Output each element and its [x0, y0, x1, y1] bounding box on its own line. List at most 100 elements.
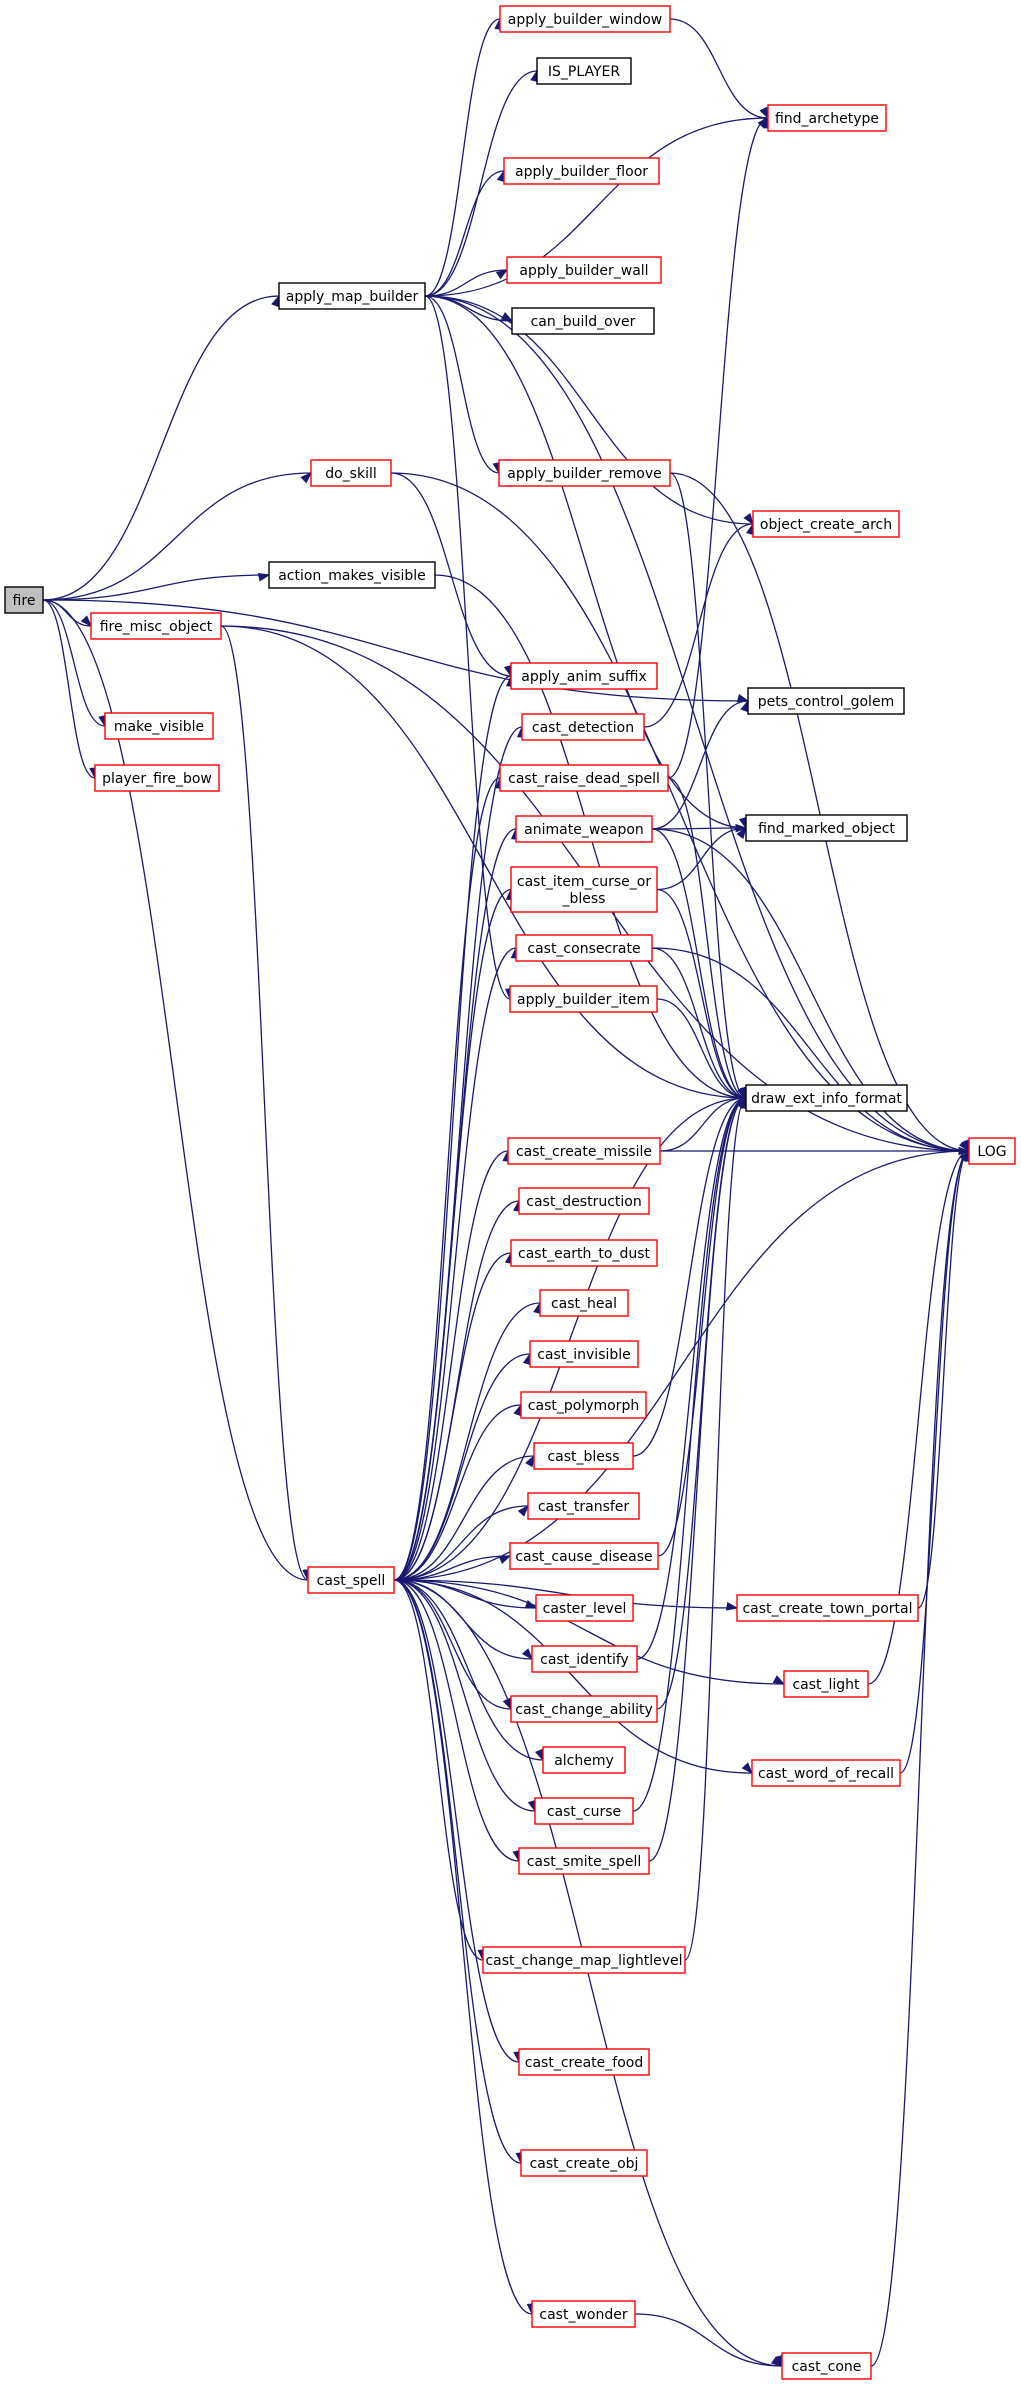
node-cast-change-ability[interactable]: cast_change_ability: [510, 1695, 658, 1723]
node-box: [510, 866, 658, 913]
edge-arrowhead: [741, 1762, 754, 1775]
node-label: cast_create_town_portal: [742, 1601, 912, 1617]
node-caster-level[interactable]: caster_level: [535, 1594, 634, 1622]
node-fire-misc-object[interactable]: fire_misc_object: [90, 612, 222, 640]
edge-fire-misc-object-to-cast-spell: [220, 625, 312, 1582]
node-label: cast_change_map_lightlevel: [485, 1953, 682, 1969]
node-cast-item-curse-or-bless[interactable]: cast_item_curse_or_bless: [510, 866, 658, 913]
node-cast-transfer[interactable]: cast_transfer: [527, 1492, 640, 1520]
node-label: do_skill: [325, 466, 377, 482]
node-apply-builder-wall[interactable]: apply_builder_wall: [506, 256, 662, 284]
node-cast-heal[interactable]: cast_heal: [539, 1289, 629, 1317]
edge-line: [42, 574, 270, 601]
edge-line: [393, 1579, 520, 1862]
node-cast-light[interactable]: cast_light: [783, 1670, 869, 1698]
node-box: [521, 713, 645, 741]
node-box: [509, 985, 658, 1013]
edge-cast-consecrate-to-log: [651, 947, 970, 1153]
node-apply-anim-suffix[interactable]: apply_anim_suffix: [510, 662, 658, 690]
edge-cast-spell-to-animate-weapon: [393, 827, 520, 1581]
node-apply-map-builder[interactable]: apply_map_builder: [278, 282, 426, 310]
node-box: [94, 764, 220, 792]
edge-apply-map-builder-to-object-create-arch: [424, 295, 754, 526]
node-label: find_archetype: [775, 111, 879, 127]
edge-cast-raise-dead-spell-to-find-archetype: [667, 116, 772, 779]
edge-cast-spell-to-cast-transfer: [393, 1504, 529, 1581]
node-draw-ext-info-format[interactable]: draw_ext_info_format: [745, 1084, 908, 1112]
node-apply-builder-floor[interactable]: apply_builder_floor: [503, 157, 660, 185]
edge-line: [667, 777, 747, 1099]
node-cast-smite-spell[interactable]: cast_smite_spell: [518, 1847, 650, 1875]
node-cast-raise-dead-spell[interactable]: cast_raise_dead_spell: [499, 764, 669, 792]
node-do-skill[interactable]: do_skill: [310, 459, 392, 487]
node-pets-control-golem[interactable]: pets_control_golem: [747, 687, 905, 715]
node-box: [745, 1084, 908, 1112]
edge-line: [669, 472, 970, 1152]
node-apply-builder-remove[interactable]: apply_builder_remove: [498, 459, 671, 487]
edge-arrowhead: [498, 1555, 512, 1564]
edge-arrowhead: [772, 1675, 786, 1685]
node-can-build-over[interactable]: can_build_over: [511, 307, 655, 335]
edge-line: [424, 18, 501, 297]
node-cast-curse[interactable]: cast_curse: [534, 1797, 634, 1825]
node-log[interactable]: LOG: [968, 1137, 1016, 1165]
node-make-visible[interactable]: make_visible: [104, 712, 214, 740]
node-cast-identify[interactable]: cast_identify: [531, 1645, 638, 1673]
node-cast-cone[interactable]: cast_cone: [781, 2352, 872, 2380]
node-cast-create-missile[interactable]: cast_create_missile: [507, 1137, 661, 1165]
node-label: cast_heal: [551, 1296, 617, 1312]
node-box: [783, 1670, 869, 1698]
edge-arrowhead: [736, 826, 747, 840]
node-box: [533, 1442, 634, 1470]
node-cast-invisible[interactable]: cast_invisible: [529, 1340, 639, 1368]
edge-cast-spell-to-cast-light: [393, 1579, 786, 1685]
node-label: caster_level: [543, 1601, 627, 1617]
edge-line: [917, 1150, 970, 1609]
node-cast-consecrate[interactable]: cast_consecrate: [515, 934, 653, 962]
node-find-marked-object[interactable]: find_marked_object: [745, 814, 908, 842]
node-player-fire-bow[interactable]: player_fire_bow: [94, 764, 220, 792]
node-alchemy[interactable]: alchemy: [542, 1746, 626, 1774]
node-box: [104, 712, 214, 740]
edge-apply-builder-window-to-find-archetype: [669, 18, 769, 120]
edge-line: [42, 599, 749, 702]
node-apply-builder-item[interactable]: apply_builder_item: [509, 985, 658, 1013]
node-cast-detection[interactable]: cast_detection: [521, 713, 645, 741]
edge-line: [656, 998, 747, 1099]
edge-line: [870, 1150, 970, 2367]
node-cast-destruction[interactable]: cast_destruction: [518, 1187, 650, 1215]
node-cast-spell[interactable]: cast_spell: [307, 1566, 395, 1594]
edge-line: [659, 1097, 747, 1152]
node-is-player[interactable]: IS_PLAYER: [536, 57, 632, 85]
node-label: cast_light: [792, 1677, 860, 1693]
node-label: cast_change_ability: [515, 1702, 653, 1718]
node-cast-earth-to-dust[interactable]: cast_earth_to_dust: [510, 1239, 658, 1267]
node-apply-builder-window[interactable]: apply_builder_window: [499, 5, 671, 33]
node-cast-wonder[interactable]: cast_wonder: [531, 2300, 636, 2328]
node-cast-word-of-recall[interactable]: cast_word_of_recall: [751, 1759, 901, 1787]
edge-line: [657, 1097, 747, 1557]
edge-arrowhead: [80, 615, 93, 628]
node-fire[interactable]: fire: [4, 586, 44, 614]
node-cast-create-obj[interactable]: cast_create_obj: [520, 2149, 648, 2177]
node-cast-change-map-lightlevel[interactable]: cast_change_map_lightlevel: [482, 1946, 686, 1974]
node-object-create-arch[interactable]: object_create_arch: [752, 510, 900, 538]
node-cast-bless[interactable]: cast_bless: [533, 1442, 634, 1470]
node-action-makes-visible[interactable]: action_makes_visible: [268, 561, 436, 589]
edge-cast-item-curse-or-bless-to-draw-ext-info-format: [656, 888, 749, 1100]
edge-line: [393, 1252, 512, 1581]
node-box: [278, 282, 426, 310]
edge-arrowhead: [535, 1748, 544, 1762]
node-find-archetype[interactable]: find_archetype: [767, 104, 887, 132]
node-label: apply_builder_remove: [507, 466, 662, 482]
node-label: cast_cone: [792, 2359, 862, 2375]
node-cast-cause-disease[interactable]: cast_cause_disease: [509, 1542, 659, 1570]
node-cast-create-town-portal[interactable]: cast_create_town_portal: [736, 1594, 919, 1622]
node-cast-create-food[interactable]: cast_create_food: [518, 2048, 650, 2076]
node-box: [968, 1137, 1016, 1165]
node-label: cast_invisible: [537, 1347, 631, 1363]
node-animate-weapon[interactable]: animate_weapon: [515, 815, 653, 843]
node-box: [510, 1695, 658, 1723]
node-cast-polymorph[interactable]: cast_polymorph: [520, 1391, 647, 1419]
node-label: apply_anim_suffix: [521, 669, 647, 685]
